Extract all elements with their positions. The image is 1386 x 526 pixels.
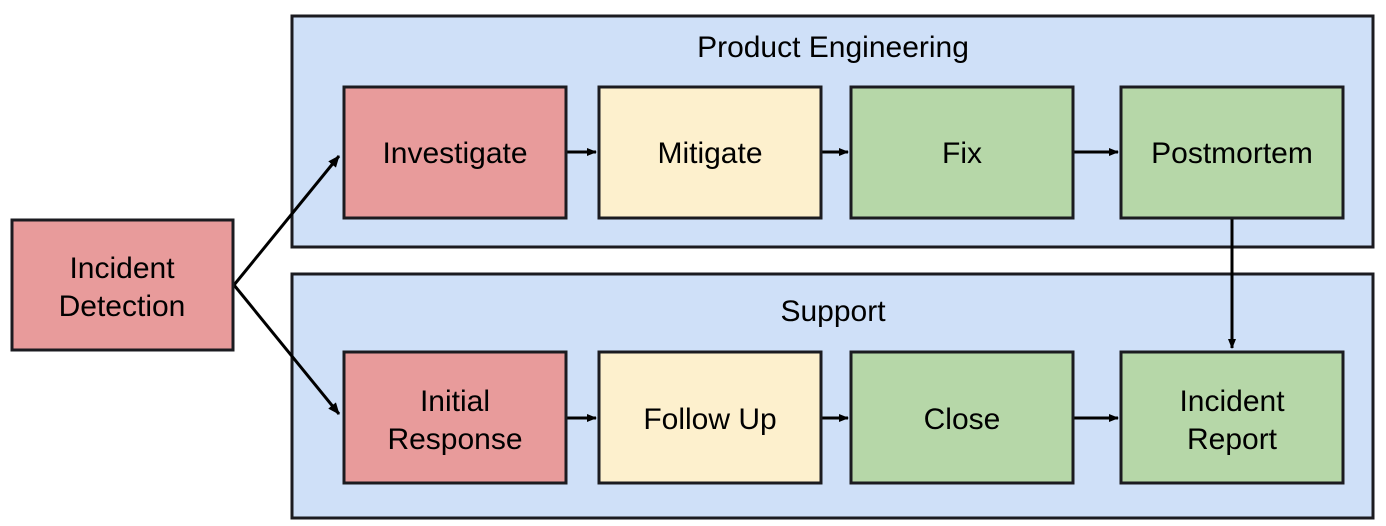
node-follow-up-label: Follow Up — [643, 403, 776, 436]
node-initial-response-box[interactable] — [342, 350, 568, 485]
node-investigate-label: Investigate — [382, 137, 527, 170]
node-close[interactable]: Close — [849, 350, 1075, 485]
node-postmortem-label: Postmortem — [1151, 137, 1313, 170]
node-mitigate[interactable]: Mitigate — [597, 85, 823, 220]
node-close-label: Close — [924, 403, 1001, 436]
edge-incident-detection-to-investigate — [232, 155, 341, 286]
node-mitigate-label: Mitigate — [657, 137, 762, 170]
node-fix[interactable]: Fix — [849, 85, 1075, 220]
node-initial-response-label-line1: Initial — [420, 385, 490, 418]
node-incident-detection-label-line1: Incident — [69, 252, 175, 285]
node-incident-report-box[interactable] — [1119, 350, 1345, 485]
node-follow-up-box[interactable] — [597, 350, 823, 485]
node-investigate[interactable]: Investigate — [342, 85, 568, 220]
node-incident-detection-box[interactable] — [10, 218, 235, 352]
node-investigate-box[interactable] — [342, 85, 568, 220]
node-postmortem[interactable]: Postmortem — [1119, 85, 1345, 220]
node-incident-report[interactable]: Incident Report — [1119, 350, 1345, 485]
node-initial-response-label-line2: Response — [387, 423, 522, 456]
lane-product-engineering-title: Product Engineering — [697, 31, 969, 64]
node-fix-box[interactable] — [849, 85, 1075, 220]
edge-group — [232, 148, 1236, 422]
node-close-box[interactable] — [849, 350, 1075, 485]
lane-support-title: Support — [780, 295, 886, 328]
node-incident-report-label-line1: Incident — [1179, 385, 1285, 418]
node-fix-label: Fix — [942, 137, 982, 170]
node-incident-detection[interactable]: Incident Detection — [10, 218, 235, 352]
node-initial-response[interactable]: Initial Response — [342, 350, 568, 485]
node-incident-report-label-line2: Report — [1187, 423, 1278, 456]
node-mitigate-box[interactable] — [597, 85, 823, 220]
edge-incident-detection-to-initial-response — [232, 284, 341, 415]
node-incident-detection-label-line2: Detection — [59, 290, 186, 323]
node-postmortem-box[interactable] — [1119, 85, 1345, 220]
node-follow-up[interactable]: Follow Up — [597, 350, 823, 485]
